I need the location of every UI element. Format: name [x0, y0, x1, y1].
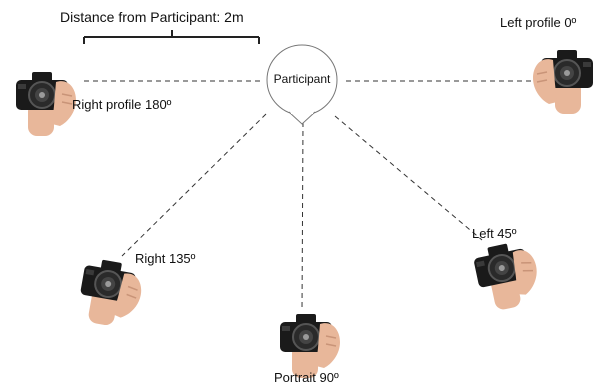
- participant-node: [266, 44, 338, 125]
- label-portrait: Portrait 90º: [274, 370, 339, 385]
- line-right-135: [121, 113, 267, 257]
- camera-in-hand-icon: [470, 237, 545, 315]
- participant-label: Participant: [273, 72, 331, 86]
- camera-in-hand-icon: [279, 313, 341, 379]
- camera-in-hand-icon: [15, 71, 77, 137]
- label-right-135: Right 135º: [135, 251, 196, 266]
- line-left-45: [334, 115, 483, 241]
- label-left-profile: Left profile 0º: [500, 15, 577, 30]
- label-right-profile: Right profile 180º: [72, 97, 172, 112]
- camera-in-hand-icon: [532, 49, 594, 115]
- camera-in-hand-icon: [74, 255, 147, 332]
- line-portrait: [301, 121, 304, 311]
- distance-scale-label: Distance from Participant: 2m: [60, 9, 244, 25]
- label-left-45: Left 45º: [472, 226, 517, 241]
- distance-scale-bar: [83, 30, 260, 44]
